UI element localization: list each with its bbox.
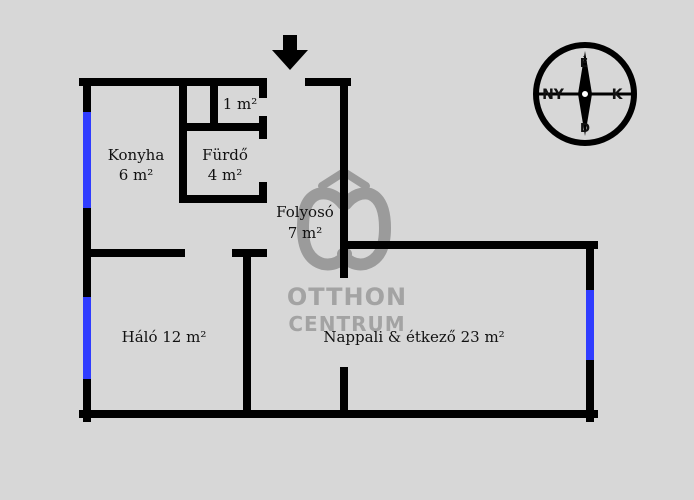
compass-east-label: K xyxy=(612,87,624,103)
compass-center-icon xyxy=(580,89,590,99)
entrance-arrow-icon xyxy=(272,50,308,70)
halo-label: Háló 12 m² xyxy=(122,328,207,346)
watermark-c-left-icon xyxy=(296,187,352,271)
room-labels: Konyha 6 m² Fürdő 4 m² 1 m² Folyosó 7 m²… xyxy=(108,95,505,346)
compass-icon xyxy=(533,42,637,146)
compass: É D NY K xyxy=(533,42,637,146)
furdo-area: 4 m² xyxy=(208,166,243,184)
konyha-area: 6 m² xyxy=(119,166,154,184)
watermark-logo: OTTHON CENTRUM xyxy=(287,168,407,336)
walls xyxy=(79,78,598,422)
windows xyxy=(83,108,594,383)
compass-south-label: D xyxy=(580,121,590,135)
entrance-arrow-shaft xyxy=(283,35,297,53)
watermark-line-2: CENTRUM xyxy=(288,312,405,336)
watermark-line-1: OTTHON xyxy=(287,283,407,311)
compass-west-label: NY xyxy=(542,87,565,103)
folyoso-name: Folyosó xyxy=(276,203,334,221)
nappali-label: Nappali & étkező 23 m² xyxy=(323,328,504,346)
konyha-name: Konyha xyxy=(108,146,165,164)
furdo-name: Fürdő xyxy=(202,146,248,164)
entrance-arrow xyxy=(272,35,308,70)
compass-north-label: É xyxy=(580,55,588,70)
watermark-c-right-icon xyxy=(337,187,392,271)
folyoso-area: 7 m² xyxy=(288,224,323,242)
wc-area: 1 m² xyxy=(223,95,258,113)
